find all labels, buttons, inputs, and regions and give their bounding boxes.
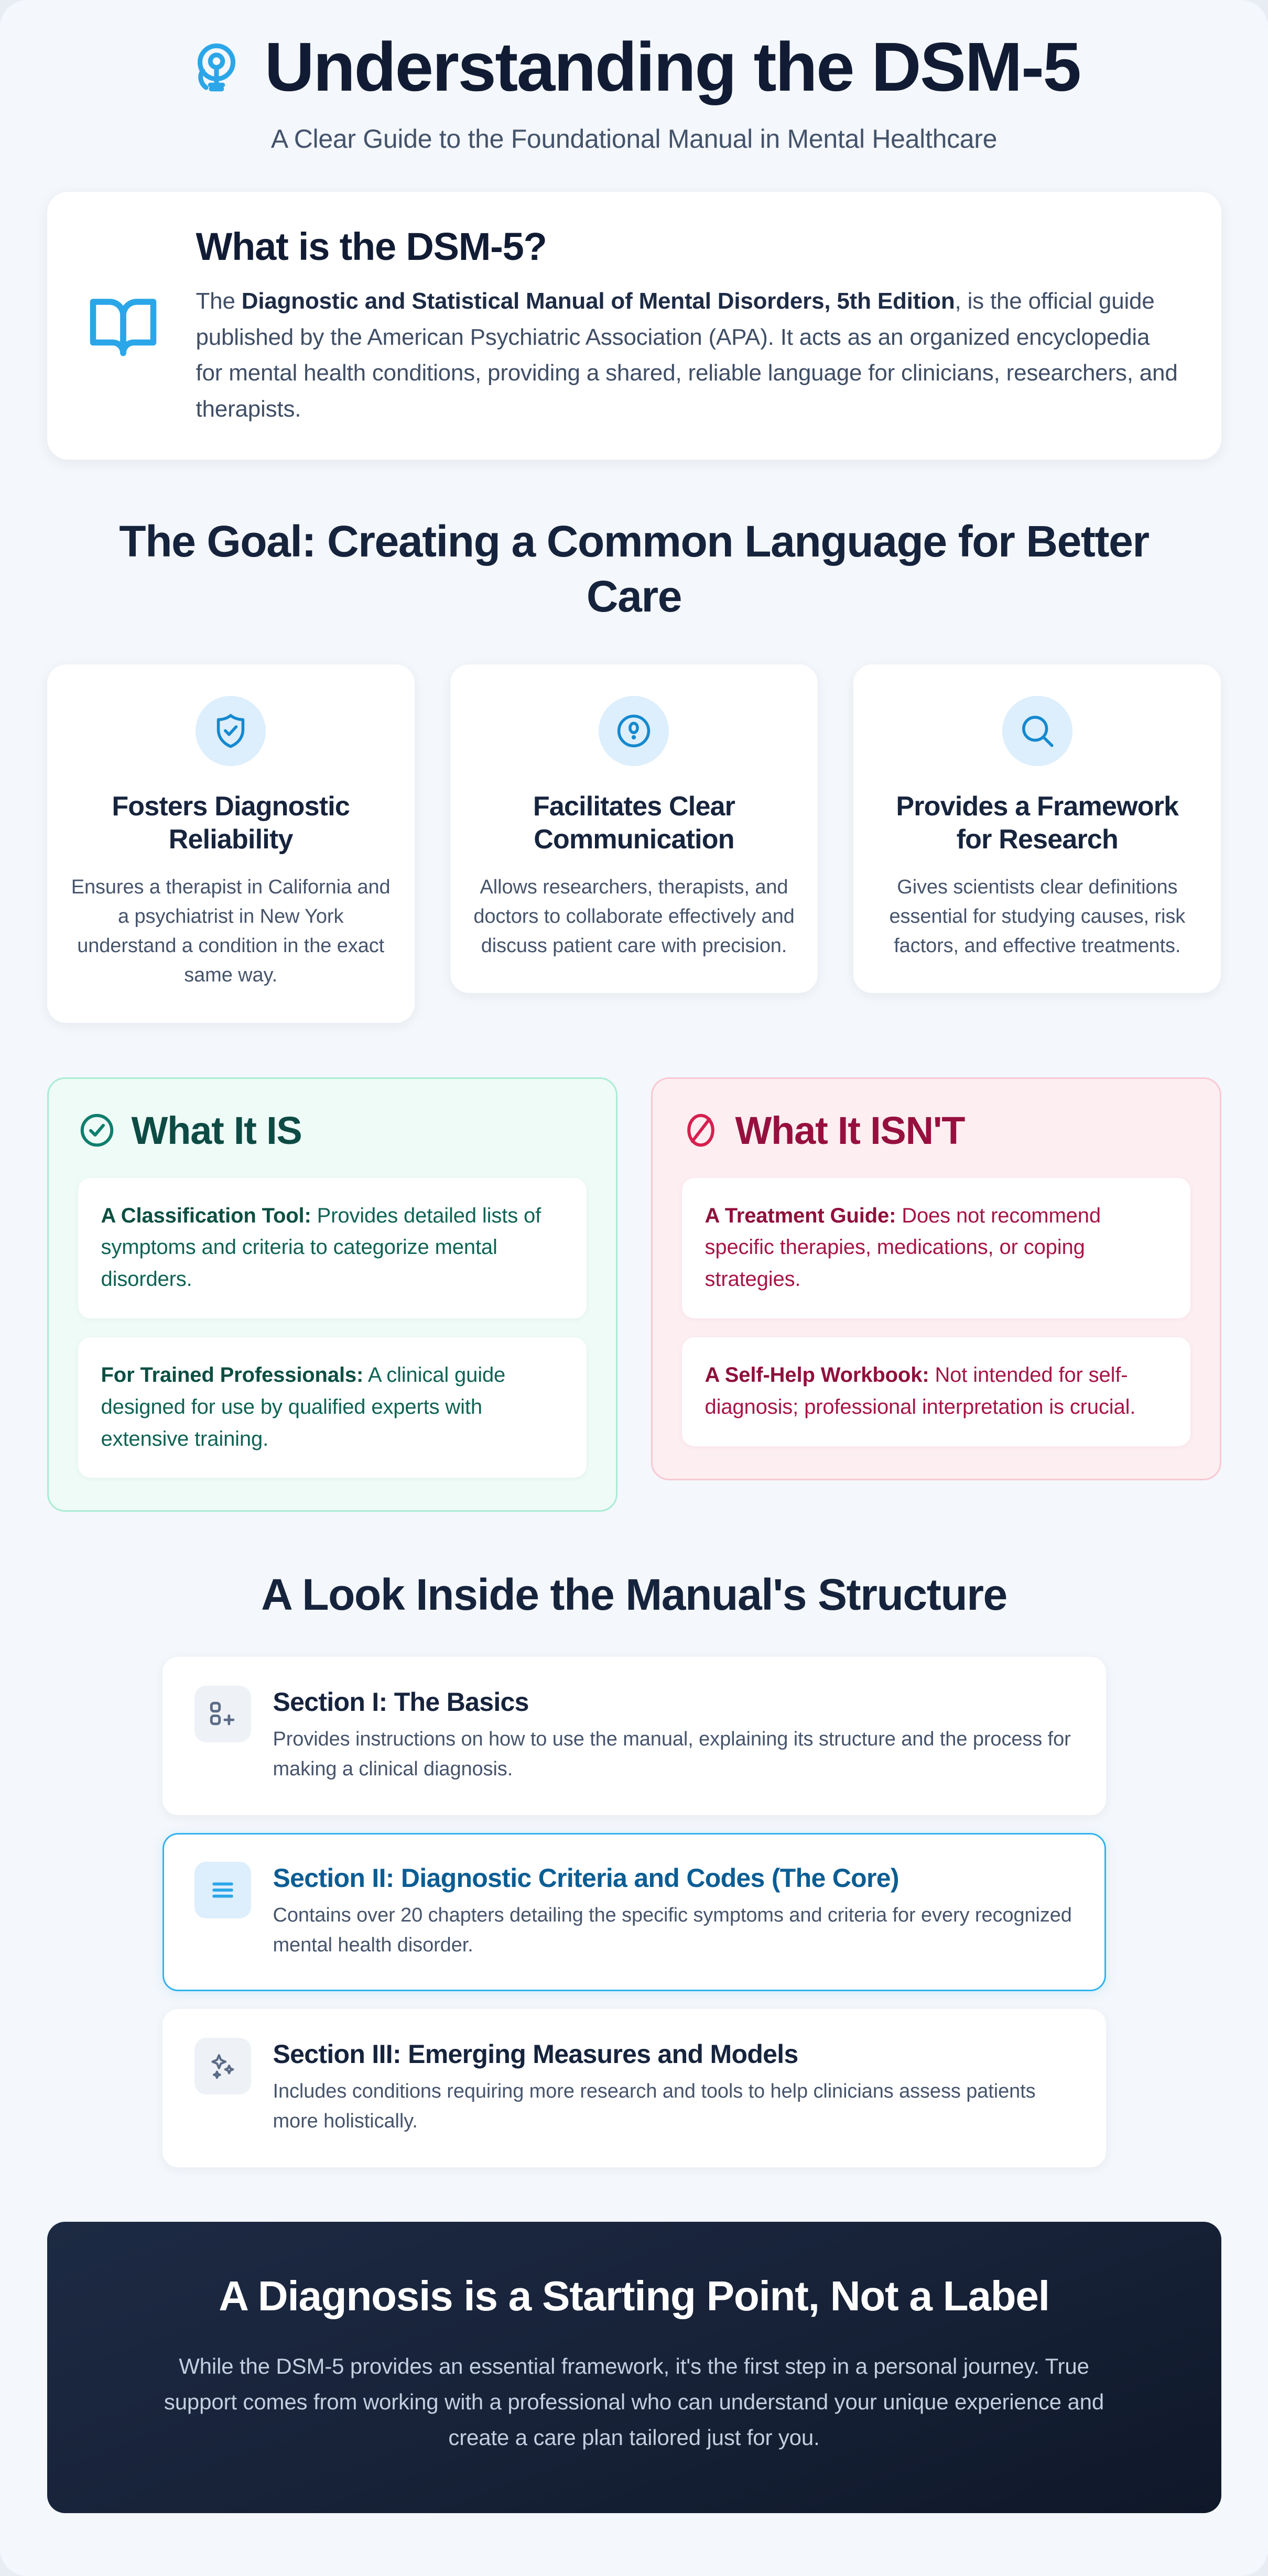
what-it-isnt-panel: What It ISN'T A Treatment Guide: Does no… bbox=[651, 1077, 1221, 1480]
goal-card-desc: Ensures a therapist in California and a … bbox=[71, 876, 391, 987]
list-item-text: Does not recommend specific therapies, m… bbox=[705, 1204, 1101, 1291]
list-item-label: For Trained Professionals: bbox=[101, 1363, 364, 1387]
intro-lead: The bbox=[196, 288, 242, 314]
goal-card-title: Facilitates Clear Communication bbox=[533, 791, 735, 855]
ban-icon bbox=[682, 1111, 720, 1149]
hero-title-row: Understanding the DSM-5 bbox=[47, 30, 1221, 104]
goal-heading: The Goal: Creating a Common Language for… bbox=[119, 517, 1150, 621]
goal-card-communication: Facilitates Clear Communication Allows r… bbox=[450, 664, 818, 994]
structure-row-desc: Contains over 20 chapters detailing the … bbox=[273, 1904, 1072, 1957]
intro-title: What is the DSM-5? bbox=[196, 224, 547, 268]
what-it-is-title: What It IS bbox=[131, 1108, 302, 1152]
closing-body: While the DSM-5 provides an essential fr… bbox=[164, 2354, 1104, 2450]
goal-card-research: Provides a Framework for Research Gives … bbox=[853, 664, 1221, 994]
list-item-text: Provides detailed lists of symptoms and … bbox=[101, 1204, 541, 1291]
list-item-label: A Treatment Guide: bbox=[705, 1204, 896, 1227]
list-plus-icon bbox=[194, 1686, 251, 1743]
intro-paragraph: The Diagnostic and Statistical Manual of… bbox=[196, 283, 1180, 428]
message-circle-icon bbox=[599, 695, 669, 766]
intro-bold: Diagnostic and Statistical Manual of Men… bbox=[241, 288, 955, 314]
structure-row-section-3[interactable]: Section III: Emerging Measures and Model… bbox=[162, 2009, 1106, 2168]
goal-card-desc: Allows researchers, therapists, and doct… bbox=[473, 876, 795, 957]
page-title: Understanding the DSM-5 bbox=[264, 28, 1081, 105]
what-it-is-panel: What It IS A Classification Tool: Provid… bbox=[47, 1077, 617, 1512]
list-item: For Trained Professionals: A clinical gu… bbox=[78, 1337, 587, 1478]
list-item-label: A Self-Help Workbook: bbox=[705, 1363, 929, 1387]
structure-row-title: Section I: The Basics bbox=[273, 1687, 529, 1717]
goal-card-grid: Fosters Diagnostic Reliability Ensures a… bbox=[47, 664, 1221, 1023]
structure-row-section-2[interactable]: Section II: Diagnostic Criteria and Code… bbox=[162, 1833, 1106, 1992]
sparkles-icon bbox=[194, 2038, 251, 2095]
page-subtitle: A Clear Guide to the Foundational Manual… bbox=[270, 124, 998, 154]
intro-body: What is the DSM-5? The Diagnostic and St… bbox=[196, 224, 1180, 428]
list-item-label: A Classification Tool: bbox=[101, 1204, 311, 1227]
intro-rest: , is the official guide published by the… bbox=[196, 288, 1178, 422]
what-it-is-header: What It IS bbox=[78, 1108, 587, 1153]
structure-row-text: Section III: Emerging Measures and Model… bbox=[273, 2038, 1074, 2136]
structure-heading: A Look Inside the Manual's Structure bbox=[261, 1570, 1007, 1620]
comparison-section: What It IS A Classification Tool: Provid… bbox=[47, 1077, 1221, 1512]
structure-row-desc: Provides instructions on how to use the … bbox=[273, 1728, 1071, 1781]
structure-row-text: Section II: Diagnostic Criteria and Code… bbox=[273, 1862, 1074, 1960]
list-item: A Treatment Guide: Does not recommend sp… bbox=[681, 1177, 1190, 1318]
brain-lightbulb-icon bbox=[188, 39, 245, 95]
structure-row-title: Section III: Emerging Measures and Model… bbox=[273, 2039, 799, 2069]
closing-title: A Diagnosis is a Starting Point, Not a L… bbox=[219, 2273, 1050, 2320]
goal-card-title: Provides a Framework for Research bbox=[896, 791, 1179, 855]
structure-row-section-1[interactable]: Section I: The Basics Provides instructi… bbox=[162, 1657, 1106, 1816]
menu-lines-icon bbox=[194, 1862, 251, 1919]
what-it-isnt-title: What It ISN'T bbox=[735, 1108, 966, 1152]
what-it-isnt-header: What It ISN'T bbox=[682, 1108, 1190, 1153]
structure-list: Section I: The Basics Provides instructi… bbox=[162, 1657, 1106, 2168]
search-icon bbox=[1002, 695, 1072, 766]
intro-card: What is the DSM-5? The Diagnostic and St… bbox=[47, 191, 1221, 460]
hero-header: Understanding the DSM-5 A Clear Guide to… bbox=[47, 0, 1221, 170]
goal-card-desc: Gives scientists clear definitions essen… bbox=[889, 876, 1186, 957]
list-item-text: A clinical guide designed for use by qua… bbox=[101, 1363, 506, 1450]
list-item: A Classification Tool: Provides detailed… bbox=[78, 1177, 587, 1318]
list-item: A Self-Help Workbook: Not intended for s… bbox=[681, 1337, 1190, 1446]
structure-row-text: Section I: The Basics Provides instructi… bbox=[273, 1686, 1074, 1784]
structure-row-title: Section II: Diagnostic Criteria and Code… bbox=[273, 1863, 899, 1893]
shield-check-icon bbox=[196, 695, 266, 766]
open-book-icon bbox=[84, 287, 162, 365]
goal-card-title: Fosters Diagnostic Reliability bbox=[112, 791, 350, 855]
structure-row-desc: Includes conditions requiring more resea… bbox=[273, 2080, 1036, 2133]
goal-card-reliability: Fosters Diagnostic Reliability Ensures a… bbox=[47, 664, 415, 1023]
list-item-text: Not intended for self-diagnosis; profess… bbox=[705, 1363, 1136, 1418]
closing-callout: A Diagnosis is a Starting Point, Not a L… bbox=[47, 2222, 1221, 2514]
check-circle-icon bbox=[78, 1111, 116, 1149]
